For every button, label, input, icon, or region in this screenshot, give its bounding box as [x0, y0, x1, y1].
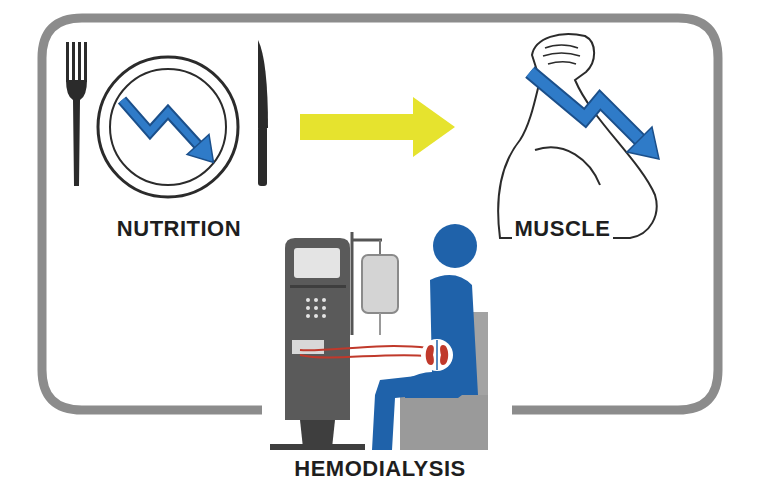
knife [258, 40, 268, 186]
plate [98, 57, 238, 197]
patient [372, 224, 478, 450]
blood-tubes [300, 346, 428, 358]
icon-group: NUTRITION [58, 40, 300, 246]
decline-arrow [122, 100, 214, 163]
node-label: NUTRITION [114, 216, 244, 242]
arm [498, 34, 656, 238]
icon-group: MUSCLE [455, 28, 670, 246]
fork [66, 42, 87, 186]
fat-arrow [300, 97, 455, 157]
icon-group: HEMODIALYSIS [250, 222, 510, 486]
decline-arrow [530, 72, 659, 159]
node-label: HEMODIALYSIS [291, 456, 468, 482]
kidney-icon [421, 339, 453, 371]
frame [42, 18, 718, 410]
node-label: MUSCLE [512, 216, 614, 242]
